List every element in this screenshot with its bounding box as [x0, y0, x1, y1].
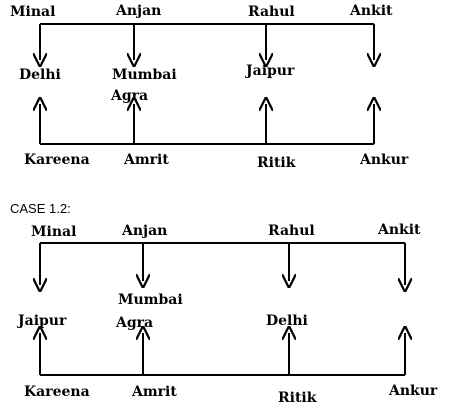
case1-name-kareena: Kareena	[24, 152, 90, 168]
case2-city-agra: Agra	[116, 315, 154, 331]
case1-name-minal: Minal	[10, 4, 56, 20]
case1-name-ankit: Ankit	[350, 3, 393, 19]
case2-city-mumbai: Mumbai	[118, 292, 183, 308]
case1-name-rahul: Rahul	[248, 4, 295, 20]
case2-name-kareena: Kareena	[24, 384, 90, 400]
case1-city-agra: Agra	[111, 88, 149, 104]
case2-name-ritik: Ritik	[278, 390, 317, 406]
case1-city-delhi: Delhi	[19, 67, 61, 83]
case1-name-ankur: Ankur	[360, 152, 409, 168]
case2-name-rahul: Rahul	[268, 223, 315, 239]
case2-name-ankit: Ankit	[378, 222, 421, 238]
case1-city-jaipur: Jaipur	[246, 63, 295, 79]
case2-name-ankur: Ankur	[389, 383, 438, 399]
case2-name-anjan: Anjan	[122, 223, 168, 239]
case2-city-jaipur: Jaipur	[18, 313, 67, 329]
case1-city-mumbai: Mumbai	[112, 67, 177, 83]
case2-name-amrit: Amrit	[132, 384, 177, 400]
case1-name-anjan: Anjan	[116, 3, 162, 19]
case2-name-minal: Minal	[31, 224, 77, 240]
case2-heading: CASE 1.2:	[10, 201, 71, 216]
case1-name-ritik: Ritik	[257, 155, 296, 171]
case1-name-amrit: Amrit	[124, 152, 169, 168]
case2-city-delhi: Delhi	[266, 313, 308, 329]
